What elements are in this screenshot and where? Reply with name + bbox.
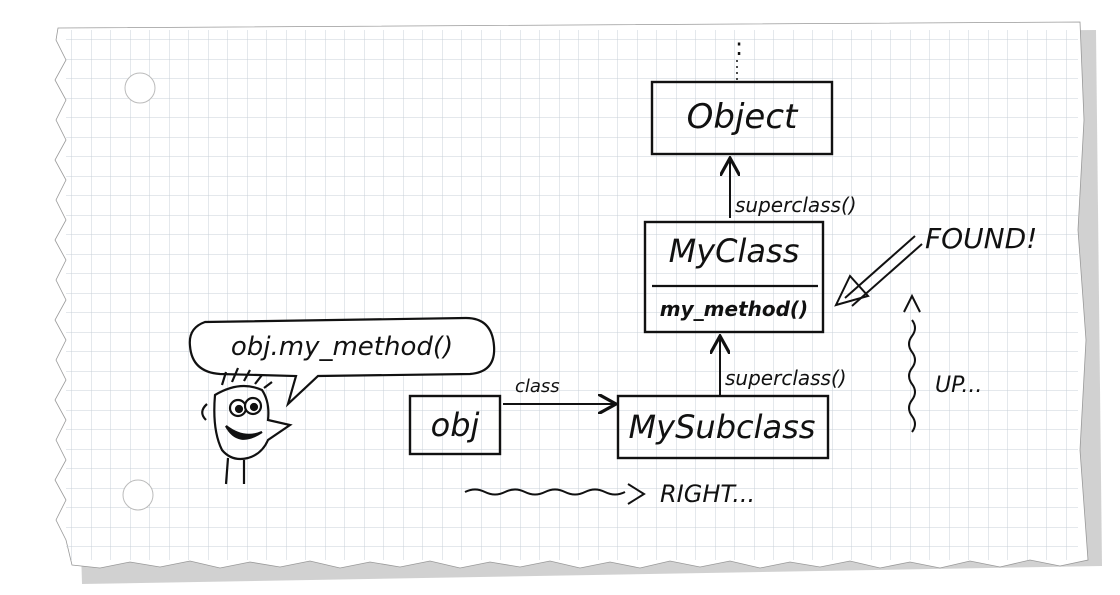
- object-class-box: Object: [650, 80, 834, 156]
- superclass-label-upper: superclass(): [735, 193, 857, 217]
- myclass-method-label: my_method(): [660, 297, 808, 321]
- ellipsis-label: :: [735, 33, 743, 61]
- obj-instance-box: obj: [408, 394, 502, 456]
- right-label: RIGHT...: [660, 480, 755, 508]
- character-hair: [220, 367, 273, 389]
- up-label: UP...: [935, 373, 982, 398]
- speech-bubble-text: obj.my_method(): [231, 332, 453, 362]
- character-ear: [201, 403, 208, 421]
- character-neck: [224, 457, 246, 485]
- up-arrow-head: [903, 293, 921, 313]
- character-pupil-left: [234, 404, 244, 414]
- found-arrow-shaft-2: [851, 243, 923, 307]
- myclass-label: MyClass: [669, 232, 800, 270]
- found-arrow-shaft: [844, 235, 916, 299]
- punch-hole-top: [124, 72, 156, 104]
- object-label: Object: [687, 97, 799, 137]
- character-head: [213, 384, 293, 461]
- class-arrow-label: class: [515, 376, 560, 397]
- mysubclass-label: MySubclass: [629, 408, 816, 446]
- myclass-box: MyClass my_method(): [643, 220, 825, 334]
- character-mouth: [225, 425, 263, 440]
- up-wavy-arrow: [908, 319, 916, 433]
- obj-label: obj: [431, 406, 480, 444]
- mysubclass-box: MySubclass: [616, 394, 830, 460]
- character-pupil-right: [249, 402, 259, 412]
- right-wavy-arrow: [464, 488, 626, 496]
- right-arrow-head: [627, 483, 646, 505]
- punch-hole-bottom: [122, 479, 154, 511]
- cartoon-character: [201, 367, 293, 485]
- grid-lines: [66, 30, 1078, 560]
- speech-bubble: obj.my_method(): [188, 316, 496, 408]
- found-arrow-head: [834, 274, 870, 307]
- found-label: FOUND!: [925, 222, 1037, 255]
- superclass-label-lower: superclass(): [725, 366, 847, 390]
